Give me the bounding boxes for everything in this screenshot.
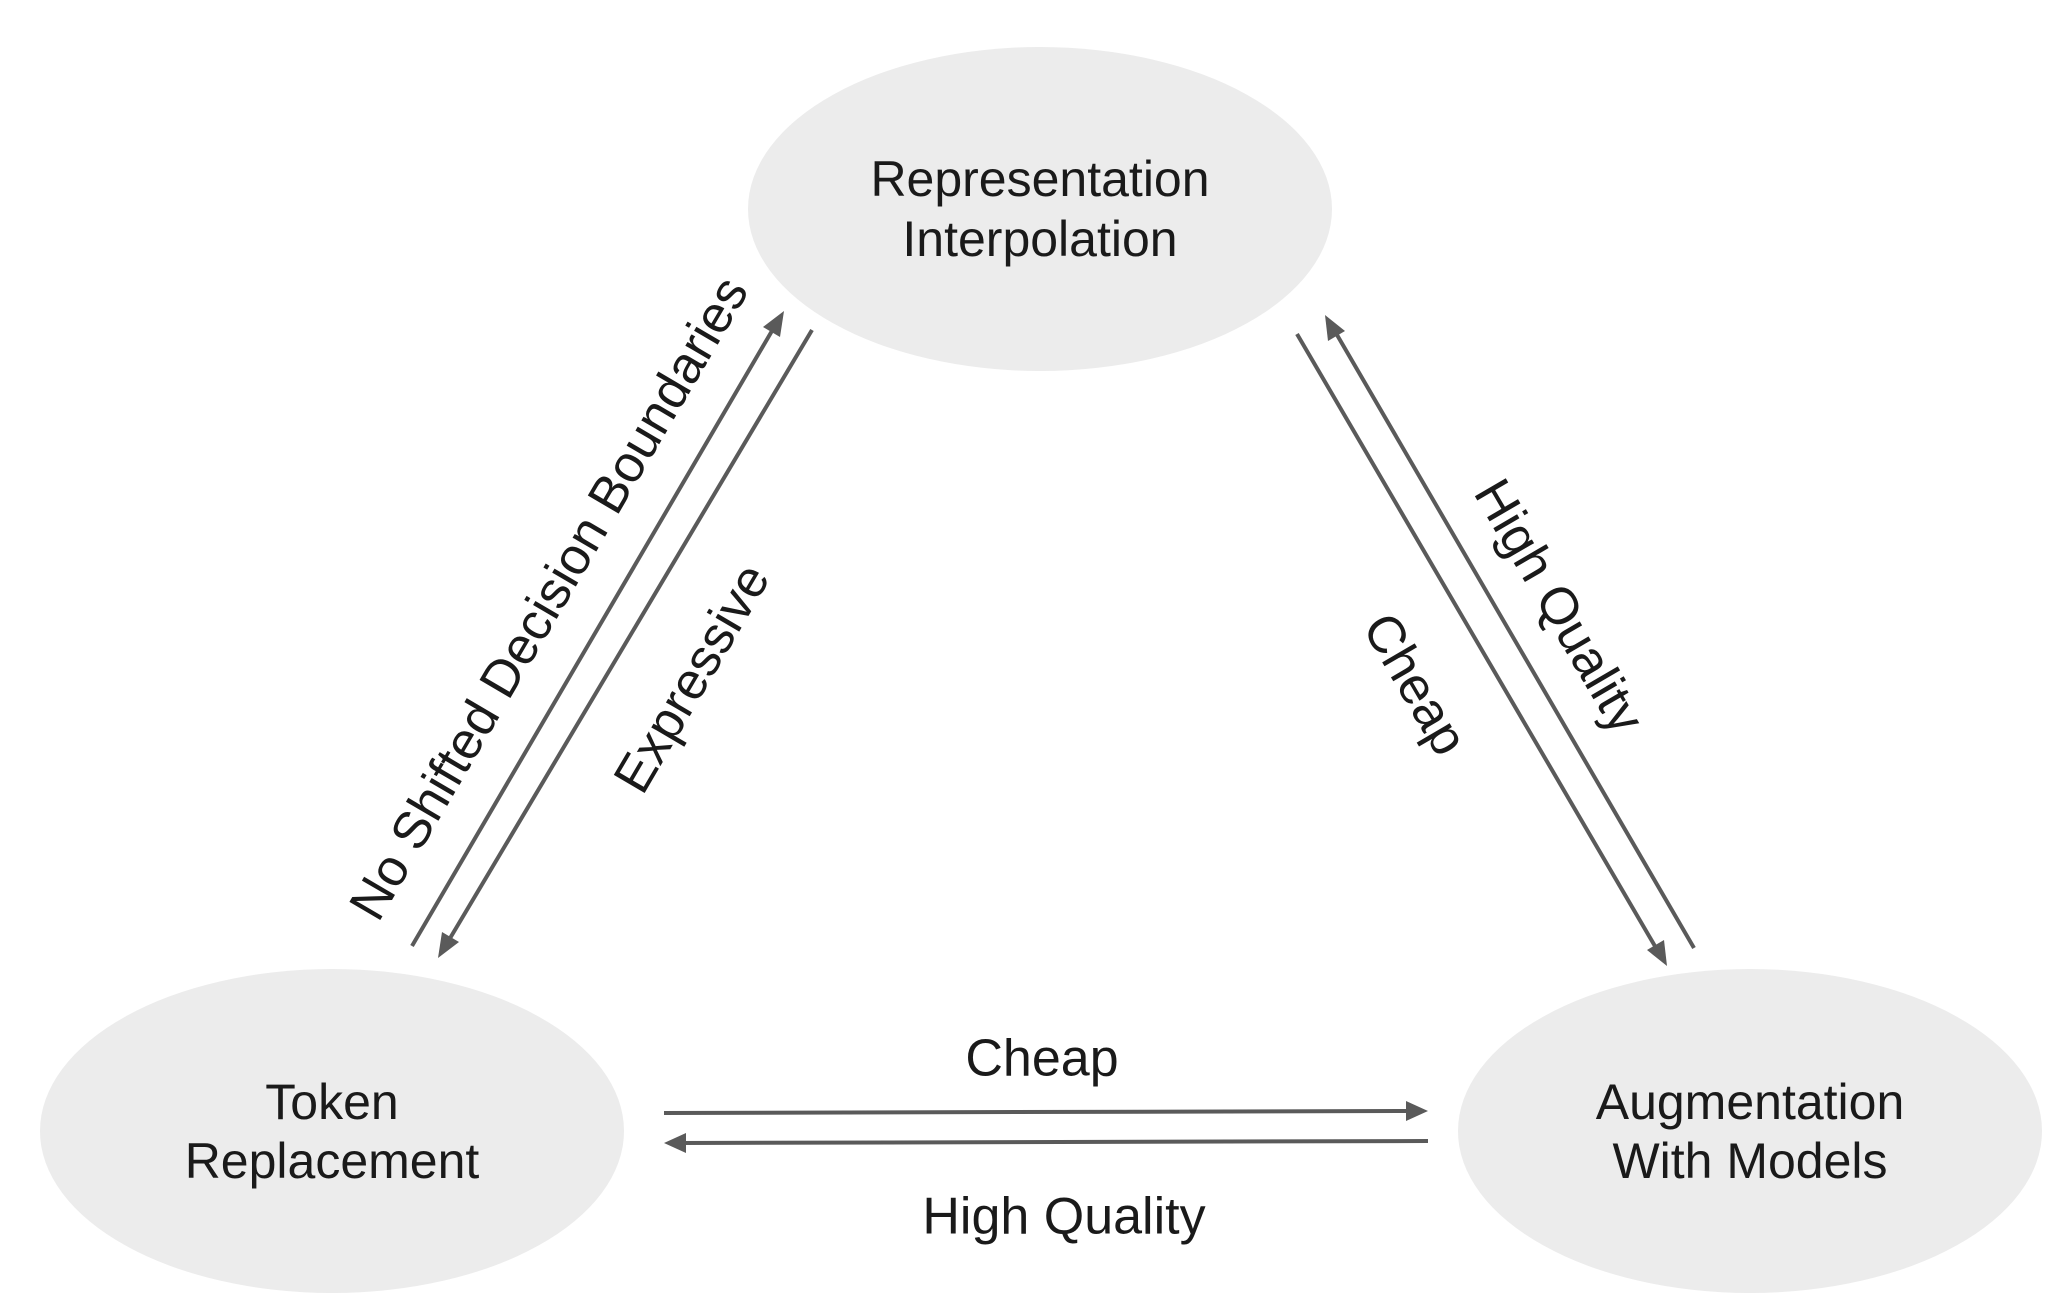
arrow-line [663,1109,1413,1115]
arrow-line [1331,326,1696,950]
node-label-line1: Augmentation [1596,1074,1905,1130]
edge-label: High Quality [1462,469,1655,743]
arrow-line [679,1139,1429,1145]
node-augmentation-with-models: Augmentation With Models [1458,969,2042,1293]
edge-label: Cheap [965,1030,1118,1088]
edge-label: Cheap [1351,604,1478,766]
node-ellipse [748,47,1332,371]
arrow-line [410,322,778,948]
node-label-line2: Interpolation [902,211,1177,267]
edge-label: Expressive [603,554,782,803]
node-ellipse [40,969,624,1293]
node-label-line1: Representation [870,151,1209,207]
arrowhead-icon [664,1133,686,1153]
edge-token-to-augmentation: Cheap [663,1030,1428,1121]
node-label-line2: Replacement [185,1133,480,1189]
edge-augmentation-to-token: High Quality [664,1133,1429,1246]
node-label-line2: With Models [1612,1133,1887,1189]
arrowhead-icon [1406,1101,1428,1121]
node-token-replacement: Token Replacement [40,969,624,1293]
node-ellipse [1458,969,2042,1293]
arrowhead-icon [1325,315,1345,341]
arrow-line [1295,332,1661,955]
arrowhead-icon [763,311,784,337]
arrowhead-icon [438,932,459,958]
node-representation-interpolation: Representation Interpolation [748,47,1332,371]
node-label-line1: Token [265,1074,398,1130]
arrow-line [444,328,814,947]
edge-label: High Quality [922,1188,1205,1246]
arrowhead-icon [1647,940,1667,966]
edge-label: No Shifted Decision Boundaries [338,267,760,930]
